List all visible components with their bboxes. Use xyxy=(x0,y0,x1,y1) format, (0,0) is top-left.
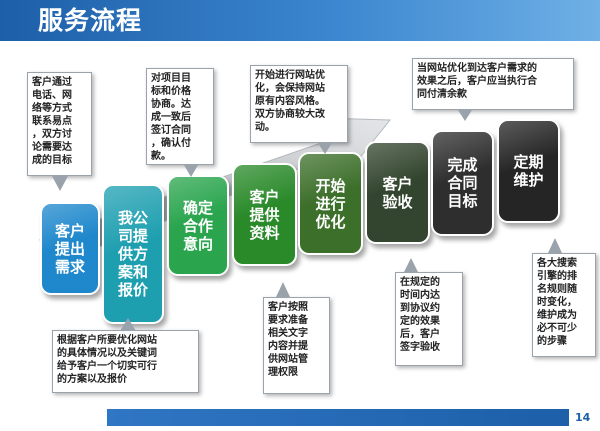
title-bar: 服务流程 xyxy=(0,0,600,41)
note-step3: 对项目目 标和价格 协商。达 成一致后 签订合同 ，确认付 款。 xyxy=(146,68,214,165)
note-step3-pointer xyxy=(184,165,198,177)
note-step2-pointer xyxy=(120,318,136,331)
note-step4: 客户按照 要求准备 相关文字 内容并提 供网站管 理权限 xyxy=(263,297,330,394)
step-customer-acceptance: 客户 验收 xyxy=(365,141,430,244)
note-step2: 根据客户所要优化网站 的具体情况以及关键词 给予客户一个切实可行 的方案以及报价 xyxy=(52,330,199,393)
note-step6: 在规定的 时间内达 到协议约 定的效果 后，客户 签字验收 xyxy=(395,272,463,366)
note-step8: 各大搜索 引擎的排 名规则随 时变化， 维护成为 必不可少 的步骤 xyxy=(532,253,596,357)
step-label: 确定 合作 意向 xyxy=(182,198,213,253)
footer-bar xyxy=(107,409,569,426)
step-label: 完成 合同 目标 xyxy=(447,156,478,210)
page-title: 服务流程 xyxy=(38,6,143,35)
note-step4-pointer xyxy=(276,282,290,297)
note-step1-pointer xyxy=(52,176,68,191)
note-step7-pointer xyxy=(458,110,472,121)
step-contract-complete: 完成 合同 目标 xyxy=(431,130,494,236)
step-label: 定期 维护 xyxy=(513,153,544,189)
step-label: 客户 验收 xyxy=(382,174,413,211)
step-regular-maintenance: 定期 维护 xyxy=(497,119,560,223)
step-label: 客户 提出 需求 xyxy=(54,221,85,276)
note-step7: 当网站优化到达客户需求的 效果之后，客户应当执行合 同付清余款 xyxy=(412,58,574,110)
step-label: 开始 进行 优化 xyxy=(315,176,346,231)
step-customer-request: 客户 提出 需求 xyxy=(40,202,100,295)
note-step5: 开始进行网站优 化，会保持网站 原有内容风格。 双方协商较大改 动。 xyxy=(250,65,348,143)
step-confirm-cooperation: 确定 合作 意向 xyxy=(167,175,229,276)
note-step5-pointer xyxy=(318,143,332,154)
step-start-optimization: 开始 进行 优化 xyxy=(298,152,363,255)
step-label: 我公 司提 供方 案和 报价 xyxy=(117,209,148,299)
note-step8-pointer xyxy=(548,238,562,253)
step-customer-materials: 客户 提供 资料 xyxy=(232,163,297,266)
step-proposal-quote: 我公 司提 供方 案和 报价 xyxy=(102,184,164,324)
page-number: 14 xyxy=(575,411,591,424)
step-label: 客户 提供 资料 xyxy=(249,187,280,242)
note-step6-pointer xyxy=(404,258,418,272)
note-step1: 客户通过 电话、网 络等方式 联系易点 ，双方讨 论需要达 成的目标 xyxy=(27,72,92,176)
